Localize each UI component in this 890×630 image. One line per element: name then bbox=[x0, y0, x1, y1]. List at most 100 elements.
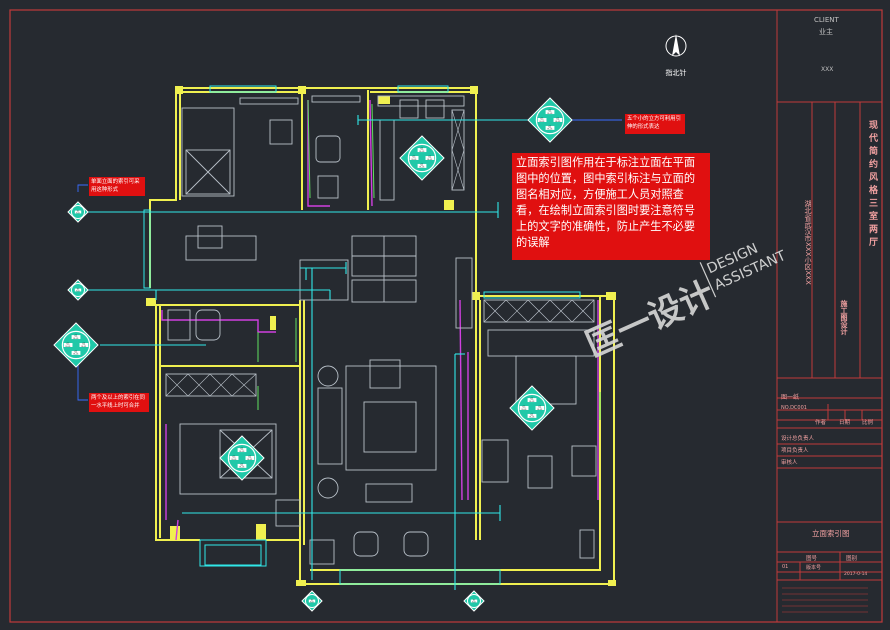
row2-date: 日期 bbox=[839, 420, 851, 426]
project-name-vertical: 湖北省武汉市XXX小区XXX bbox=[804, 200, 812, 285]
index-number: 01 bbox=[240, 448, 244, 451]
bottom-e: 2017-0-14 bbox=[844, 572, 868, 577]
index-code: EL-01 bbox=[540, 121, 545, 123]
index-number: 01 bbox=[240, 463, 244, 466]
index-code: EL-01 bbox=[310, 601, 314, 603]
index-number: 01 bbox=[541, 118, 545, 121]
index-number: 01 bbox=[530, 413, 534, 416]
index-code: EL-01 bbox=[530, 401, 535, 403]
index-code: EL-01 bbox=[530, 417, 535, 419]
client-cn: 业主 bbox=[819, 28, 833, 36]
index-number: 01 bbox=[413, 156, 417, 159]
index-number: 01 bbox=[77, 211, 79, 213]
note-left-top: 单面立面的索引可采用这种形式 bbox=[89, 177, 145, 196]
role-1: 项目负责人 bbox=[781, 448, 809, 454]
index-code: EL-01 bbox=[420, 151, 425, 153]
index-number: 01 bbox=[420, 148, 424, 151]
index-number: 01 bbox=[82, 343, 86, 346]
bottom-a: 图号 bbox=[806, 556, 818, 562]
index-code: EL-01 bbox=[76, 290, 80, 292]
index-number: 01 bbox=[428, 156, 432, 159]
note-top-right: 五个小的立方可利用引伸的形式表达 bbox=[625, 114, 685, 134]
note-left-bottom: 两个及以上的索引在同一水平线上时可合并 bbox=[89, 393, 149, 412]
elevation-index-symbols: 01EL-0101EL-0101EL-0101EL-0101EL-0101EL-… bbox=[53, 97, 573, 612]
north-arrow-label: 指北针 bbox=[666, 68, 687, 77]
index-number: 01 bbox=[538, 406, 542, 409]
index-number: 01 bbox=[523, 406, 527, 409]
index-number: 01 bbox=[556, 118, 560, 121]
client-value: XXX bbox=[821, 66, 834, 73]
index-code: EL-01 bbox=[240, 467, 245, 469]
bottom-c: 01 bbox=[782, 564, 789, 570]
index-number: 01 bbox=[77, 289, 79, 291]
index-code: EL-01 bbox=[74, 354, 79, 356]
index-code: EL-01 bbox=[412, 159, 417, 161]
drawing-name: 立面索引图 bbox=[812, 529, 850, 538]
index-number: 01 bbox=[74, 335, 78, 338]
index-code: EL-01 bbox=[522, 409, 527, 411]
outer-frame bbox=[9, 9, 883, 623]
bottom-b: 图别 bbox=[846, 556, 858, 562]
index-code: EL-01 bbox=[81, 346, 86, 348]
index-number: 01 bbox=[548, 110, 552, 113]
index-number: 01 bbox=[420, 163, 424, 166]
index-code: EL-01 bbox=[240, 451, 245, 453]
index-code: EL-01 bbox=[76, 212, 80, 214]
index-number: 01 bbox=[233, 456, 237, 459]
index-code: EL-01 bbox=[232, 459, 237, 461]
index-number: 01 bbox=[548, 125, 552, 128]
index-number: 01 bbox=[67, 343, 71, 346]
project-vertical: 现代简约风格三室两厅 bbox=[867, 120, 877, 250]
row2-left: NO.DC001 bbox=[781, 405, 807, 411]
index-code: EL-01 bbox=[537, 409, 542, 411]
north-arrow-icon bbox=[665, 34, 687, 57]
client-label: CLIENT bbox=[814, 16, 839, 24]
index-code: EL-01 bbox=[427, 159, 432, 161]
row1-left: 图一纸 bbox=[781, 394, 800, 401]
index-number: 01 bbox=[473, 600, 475, 602]
title-block-frame bbox=[776, 9, 883, 623]
index-code: EL-01 bbox=[555, 121, 560, 123]
index-number: 01 bbox=[311, 600, 313, 602]
index-number: 01 bbox=[248, 456, 252, 459]
index-code: EL-01 bbox=[247, 459, 252, 461]
index-number: 01 bbox=[530, 398, 534, 401]
row2-scale: 比例 bbox=[862, 420, 874, 426]
watermark-cn: 匡一设计 bbox=[580, 274, 721, 366]
index-code: EL-01 bbox=[74, 338, 79, 340]
row2-author: 作者 bbox=[815, 420, 827, 426]
main-annotation-note: 立面索引图作用在于标注立面在平面图中的位置，图中索引标注与立面的图名相对应，方便… bbox=[512, 153, 710, 260]
role-0: 设计总负责人 bbox=[781, 436, 815, 442]
index-code: EL-01 bbox=[548, 113, 553, 115]
design-stage-vertical: 施工图设计 bbox=[840, 300, 848, 335]
